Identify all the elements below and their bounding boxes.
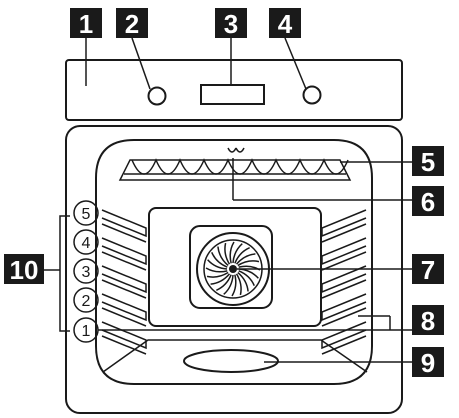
shelf-supports-left [101, 209, 147, 355]
svg-text:5: 5 [82, 206, 91, 223]
shelf-level-5: 5 [73, 200, 99, 226]
callout-10: 10 [4, 254, 44, 285]
fan-blade [224, 242, 231, 265]
svg-text:1: 1 [79, 9, 93, 39]
fan-assembly [189, 225, 273, 309]
svg-text:8: 8 [421, 306, 435, 336]
fan-blade [216, 274, 232, 291]
fan-blade [237, 271, 249, 292]
shelf-rail [101, 321, 147, 355]
fan-blade [223, 274, 234, 295]
shelf-rail [101, 293, 147, 327]
control-panel [65, 37, 403, 121]
fan-blade [234, 247, 250, 264]
fan-blade [237, 260, 260, 267]
svg-text:4: 4 [82, 235, 91, 252]
fan-blade [238, 270, 255, 286]
callout-1: 1 [70, 8, 102, 39]
callout-5: 5 [412, 146, 444, 177]
shelf-rail [101, 237, 147, 271]
fan-blade [217, 246, 229, 267]
shelf-level-3: 3 [73, 258, 99, 284]
leader-lines [44, 158, 412, 363]
callout-2: 2 [116, 8, 148, 39]
svg-text:2: 2 [125, 9, 139, 39]
fan-blades [205, 241, 261, 297]
left-knob [147, 86, 167, 106]
callout-9: 9 [412, 347, 444, 378]
bottom-heater [183, 349, 279, 373]
callout-7: 7 [412, 254, 444, 285]
heating-element-top [118, 147, 352, 181]
svg-text:4: 4 [278, 9, 293, 39]
shelf-rail [321, 209, 367, 243]
fan-blade [235, 273, 242, 296]
back-wall-panel [148, 207, 322, 327]
svg-text:3: 3 [82, 264, 91, 281]
fan-blade [205, 267, 228, 273]
svg-text:1: 1 [82, 323, 91, 340]
shelf-level-4: 4 [73, 229, 99, 255]
svg-text:5: 5 [421, 147, 435, 177]
callout-8: 8 [412, 305, 444, 336]
fan-blade [235, 253, 256, 265]
shelf-level-1: 1 [73, 317, 99, 343]
right-knob [302, 85, 322, 105]
fan-blade [229, 241, 235, 264]
fan-blade [206, 271, 229, 278]
shelf-level-2: 2 [73, 287, 99, 313]
shelf-rail [321, 237, 367, 271]
shelf-rail [321, 321, 367, 355]
display [200, 84, 265, 105]
shelf-rail [321, 265, 367, 299]
fan-hub [229, 265, 237, 273]
shelf-supports-right [321, 209, 367, 355]
svg-text:9: 9 [421, 348, 435, 378]
fan-blade [207, 259, 228, 270]
fan-blade [210, 273, 231, 285]
shelf-rail [321, 293, 367, 327]
fan-blade [211, 252, 228, 268]
svg-text:7: 7 [421, 255, 435, 285]
fan-blade [232, 243, 243, 264]
shelf-rail [101, 209, 147, 243]
fan-blade [231, 274, 237, 297]
shelf-rail [101, 265, 147, 299]
svg-text:10: 10 [10, 255, 39, 285]
svg-text:6: 6 [421, 187, 435, 217]
callout-6: 6 [412, 186, 444, 217]
svg-text:2: 2 [82, 293, 91, 310]
callout-4: 4 [269, 8, 301, 39]
svg-text:3: 3 [224, 9, 238, 39]
callout-3: 3 [215, 8, 247, 39]
